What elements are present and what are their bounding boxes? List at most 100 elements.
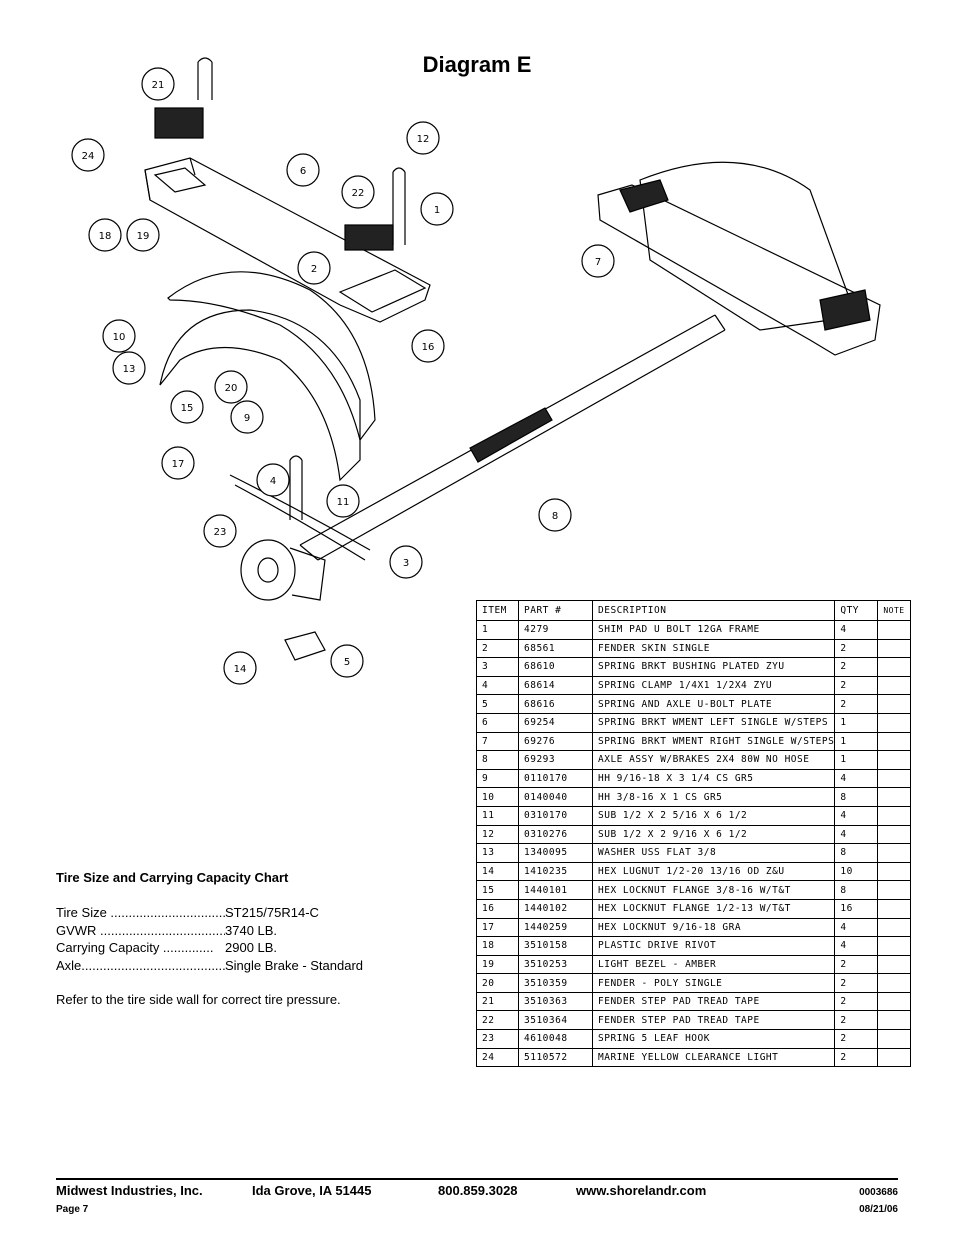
- tire-row: Axle....................................…: [56, 958, 363, 976]
- callout-circle: [141, 67, 175, 101]
- callout-number: 8: [552, 511, 558, 522]
- cell-part-number: 69254: [518, 712, 593, 733]
- cell-qty: 16: [834, 898, 879, 919]
- cell-part-number: 68614: [518, 675, 593, 696]
- left-spring-bracket: [144, 157, 431, 323]
- cell-qty: 2: [834, 675, 879, 696]
- cell-note: [877, 1029, 912, 1049]
- cell-part-number: 69276: [518, 731, 593, 752]
- cell-description: HH 3/8-16 X 1 CS GR5: [591, 787, 836, 807]
- cell-description: SUB 1/2 X 2 5/16 X 6 1/2: [591, 805, 836, 826]
- cell-item: 20: [476, 973, 519, 993]
- cell-description: PLASTIC DRIVE RIVOT: [591, 936, 836, 956]
- cell-qty: 4: [834, 768, 879, 789]
- callout-circle: [223, 651, 257, 685]
- step-pad-22: [344, 224, 394, 251]
- callout-number: 20: [225, 383, 238, 394]
- cell-item: 7: [476, 731, 519, 752]
- callout-number: 4: [270, 476, 276, 487]
- cell-note: [877, 694, 912, 714]
- tire-row-value: 3740 LB.: [225, 922, 278, 938]
- cell-part-number: 3510363: [518, 991, 593, 1012]
- callout-number: 14: [234, 664, 247, 675]
- cell-item: 12: [476, 824, 519, 845]
- fender-assembly: [159, 271, 376, 482]
- cell-note: [877, 861, 912, 882]
- callout-number: 18: [99, 231, 112, 242]
- cell-qty: 2: [834, 954, 879, 975]
- callout-circle: [88, 218, 122, 252]
- callout-circle: [286, 153, 320, 187]
- cell-qty: 8: [834, 843, 879, 863]
- cell-item: 5: [476, 694, 519, 714]
- callout-circle: [411, 329, 445, 363]
- cell-description: SPRING BRKT WMENT LEFT SINGLE W/STEPS: [591, 712, 836, 733]
- cell-item: 14: [476, 861, 519, 882]
- cell-item: 21: [476, 991, 519, 1012]
- cell-part-number: 3510359: [518, 973, 593, 993]
- cell-qty: 4: [834, 805, 879, 826]
- cell-part-number: 1440259: [518, 917, 593, 938]
- cell-qty: 8: [834, 787, 879, 807]
- tire-row: Tire Size ..............................…: [56, 905, 363, 923]
- cell-description: FENDER - POLY SINGLE: [591, 973, 836, 993]
- footer-city: Ida Grove, IA 51445: [252, 1183, 372, 1198]
- cell-note: [877, 620, 912, 640]
- callout-circle: [538, 498, 572, 532]
- cell-description: HH 9/16-18 X 3 1/4 CS GR5: [591, 768, 836, 789]
- cell-part-number: 68616: [518, 694, 593, 714]
- cell-qty: 4: [834, 824, 879, 845]
- cell-part-number: 68561: [518, 638, 593, 659]
- cell-note: [877, 657, 912, 677]
- callout-number: 16: [422, 342, 435, 353]
- callout-number: 19: [137, 231, 150, 242]
- cell-qty: 4: [834, 620, 879, 640]
- u-bolt-12: [392, 167, 406, 245]
- callout-number: 10: [113, 332, 126, 343]
- cell-qty: 4: [834, 917, 879, 938]
- callout-circle: [230, 400, 264, 434]
- cell-part-number: 1340095: [518, 843, 593, 863]
- cell-note: [877, 787, 912, 807]
- cell-item: 1: [476, 620, 519, 640]
- cell-item: 2: [476, 638, 519, 659]
- tire-row-label: Axle....................................…: [56, 957, 225, 973]
- cell-qty: 2: [834, 1029, 879, 1049]
- tire-row-label: GVWR ...................................: [56, 922, 225, 938]
- callout-circle: [581, 244, 615, 278]
- callout-number: 7: [595, 257, 601, 268]
- cell-note: [877, 731, 912, 752]
- cell-qty: 2: [834, 694, 879, 714]
- cell-description: MARINE YELLOW CLEARANCE LIGHT: [591, 1047, 836, 1068]
- callout-number: 2: [311, 264, 317, 275]
- callout-number: 5: [344, 657, 350, 668]
- cell-part-number: 69293: [518, 750, 593, 770]
- col-qty-header: QTY: [834, 600, 879, 621]
- cell-qty: 8: [834, 880, 879, 900]
- callout-number: 22: [352, 188, 365, 199]
- cell-description: SPRING 5 LEAF HOOK: [591, 1029, 836, 1049]
- cell-note: [877, 936, 912, 956]
- cell-item: 8: [476, 750, 519, 770]
- cell-item: 24: [476, 1047, 519, 1068]
- callout-number: 9: [244, 413, 250, 424]
- col-item-header: ITEM: [476, 600, 519, 621]
- callout-circle: [126, 218, 160, 252]
- callout-circle: [71, 138, 105, 172]
- cell-item: 6: [476, 712, 519, 733]
- right-spring-bracket: [597, 161, 881, 356]
- cell-part-number: 0310276: [518, 824, 593, 845]
- callout-number: 23: [214, 527, 227, 538]
- callout-number: 3: [403, 558, 409, 569]
